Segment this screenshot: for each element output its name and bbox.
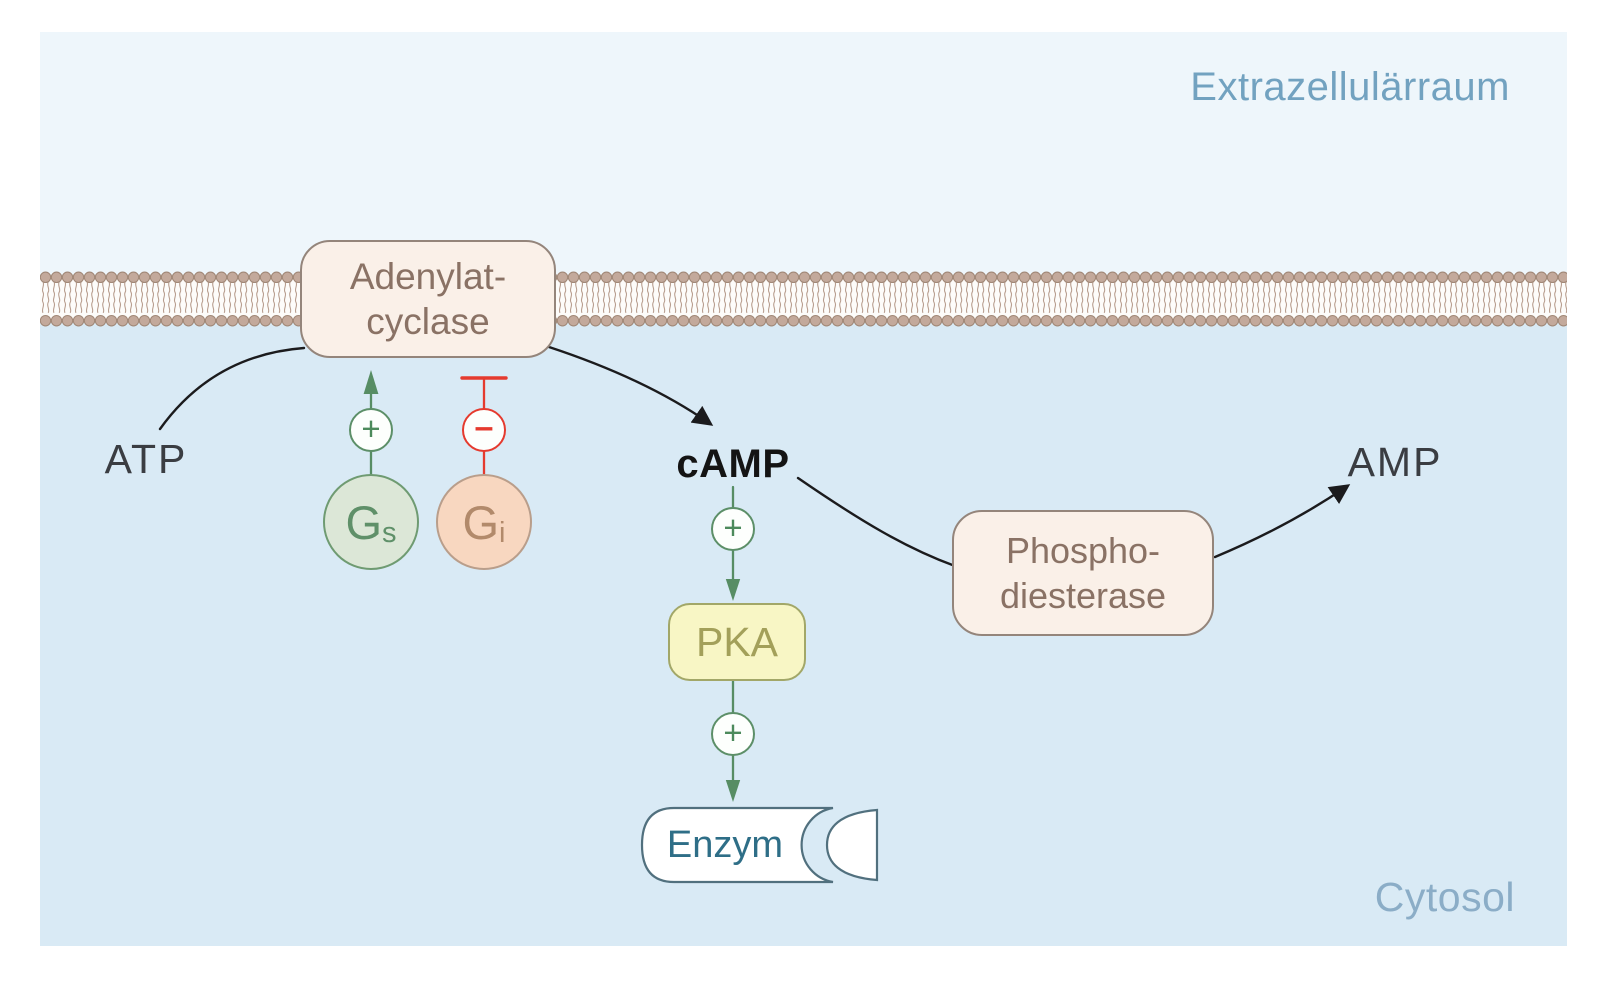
activation-connectors [369,391,735,785]
phosphodiesterase-label-line2: diesterase [999,575,1167,616]
pka-arrowhead [725,780,741,802]
amp-label: AMP [1347,439,1443,485]
extracellular-region [40,32,1567,300]
camp-label: cAMP [676,442,790,486]
enzyme-shape [640,806,879,884]
gs-arrowhead [363,370,379,394]
inhibition-connector [460,376,508,477]
camp-arrowhead [725,579,741,601]
gi-minus-sign: – [462,408,506,452]
enzyme-body [640,806,834,884]
phosphodiesterase-label-line1: Phospho- [1005,530,1161,571]
adenylate-cyclase-label-line2: cyclase [366,301,490,342]
gs-label: G [345,495,383,549]
arrow-phosphodiesterase-to-amp [1213,484,1351,559]
plasma-membrane [40,270,1567,330]
activation-arrowheads [363,370,741,802]
enzyme-label: Enzym [666,824,784,866]
extracellular-label: Extrazellulärraum [1190,65,1510,109]
arrow-atp-to-adenylatecyclase [158,346,306,431]
enzyme-ligand [825,808,879,882]
reaction-arrows [158,345,1351,568]
gs-plus-sign: + [349,408,393,452]
camp-plus-sign: + [711,507,755,551]
adenylate-cyclase-label-line1: Adenylat- [349,256,507,297]
gi-label-subscript: i [499,516,506,549]
phosphodiesterase-node: Phospho- diesterase [952,510,1214,636]
adenylate-cyclase-node: Adenylat- cyclase [300,240,556,358]
arrow-adenylatecyclase-to-camp [547,345,714,426]
gi-label: G [462,495,500,549]
cytosol-label: Cytosol [1374,874,1515,920]
pka-node: PKA [668,603,806,681]
pka-label: PKA [695,618,779,665]
atp-label: ATP [104,436,188,482]
arrow-camp-to-phosphodiesterase [796,476,957,568]
pka-plus-sign: + [711,712,755,756]
gs-label-subscript: s [382,516,397,549]
